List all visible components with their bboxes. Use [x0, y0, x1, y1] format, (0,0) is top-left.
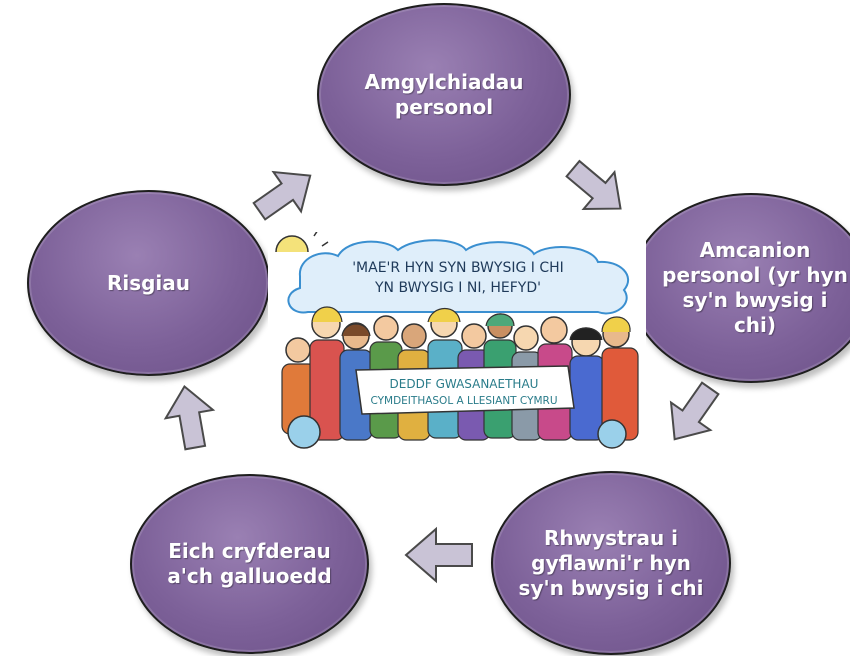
node-barriers: Rhwystrau i gyflawni'r hyn sy'n bwysig i…: [491, 471, 731, 655]
node-label: Amgylchiadau personol: [364, 69, 524, 119]
arrow-bottomright-to-bottomleft: [404, 526, 473, 584]
banner-line-2: CYMDEITHASOL A LLESIANT CYMRU: [370, 395, 557, 407]
node-personal-outcomes: Amcanion personol (yr hyn sy'n bwysig i …: [630, 193, 850, 383]
node-label: Eich cryfderau a'ch galluoedd: [167, 539, 332, 588]
arrow-bottomleft-to-left: [163, 384, 216, 451]
node-label: Rhwystrau i gyflawni'r hyn sy'n bwysig i…: [518, 525, 704, 600]
central-illustration: 'MAE'R HYN SYN BWYSIG I CHI YN BWYSIG I …: [268, 232, 646, 454]
node-risks: Risgiau: [27, 190, 270, 376]
slogan-line-2: YN BWYSIG I NI, HEFYD': [374, 280, 541, 296]
banner-line-1: DEDDF GWASANAETHAU: [390, 377, 539, 391]
node-strengths-abilities: Eich cryfderau a'ch galluoedd: [130, 474, 369, 654]
crowd-illustration: 'MAE'R HYN SYN BWYSIG I CHI YN BWYSIG I …: [268, 232, 646, 454]
node-label: Risgiau: [106, 270, 191, 295]
arrow-left-to-top: [252, 170, 312, 221]
node-personal-circumstances: Amgylchiadau personol: [317, 3, 571, 186]
node-label: Amcanion personol (yr hyn sy'n bwysig i …: [662, 238, 848, 337]
slogan-line-1: 'MAE'R HYN SYN BWYSIG I CHI: [352, 260, 564, 276]
arrow-top-to-right: [565, 159, 622, 210]
arrow-right-to-bottomright: [669, 381, 720, 441]
